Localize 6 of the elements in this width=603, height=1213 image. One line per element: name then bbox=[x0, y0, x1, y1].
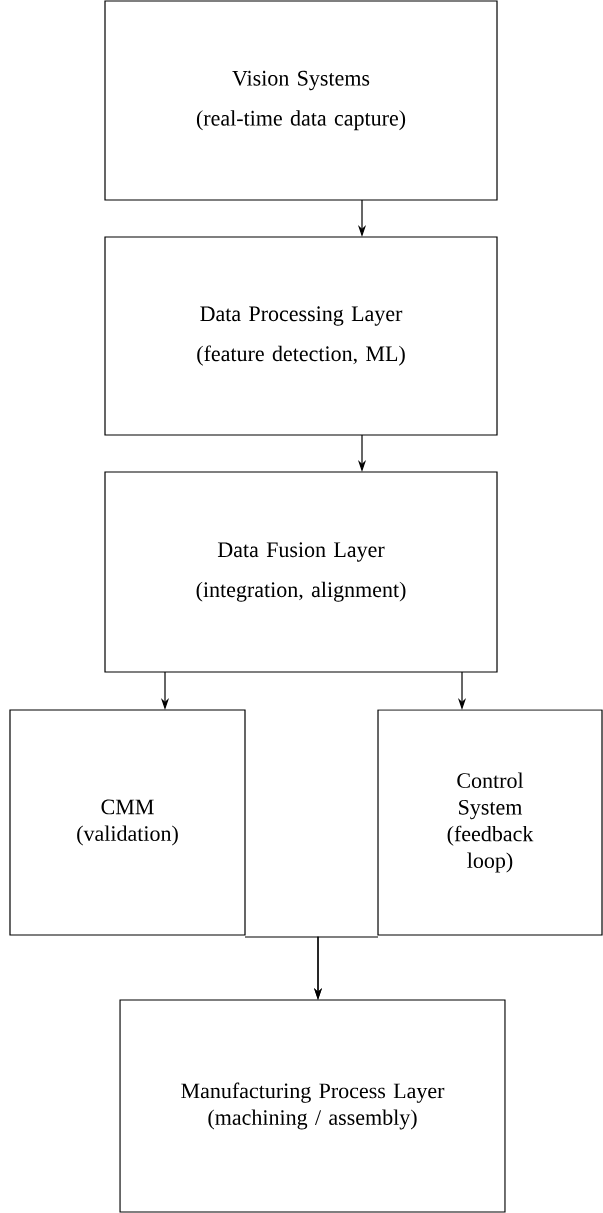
process-box: Control System (feedback loop) bbox=[377, 709, 603, 936]
process-box: Vision Systems (real-time data capture) bbox=[104, 0, 498, 201]
process-box: Manufacturing Process Layer (machining / assembly) bbox=[119, 999, 506, 1213]
process-box: Data Processing Layer (feature detection, ML) bbox=[104, 236, 498, 436]
process-box: Data Fusion Layer (integration, alignment) bbox=[104, 471, 498, 673]
process-box: CMM (validation) bbox=[9, 709, 246, 936]
